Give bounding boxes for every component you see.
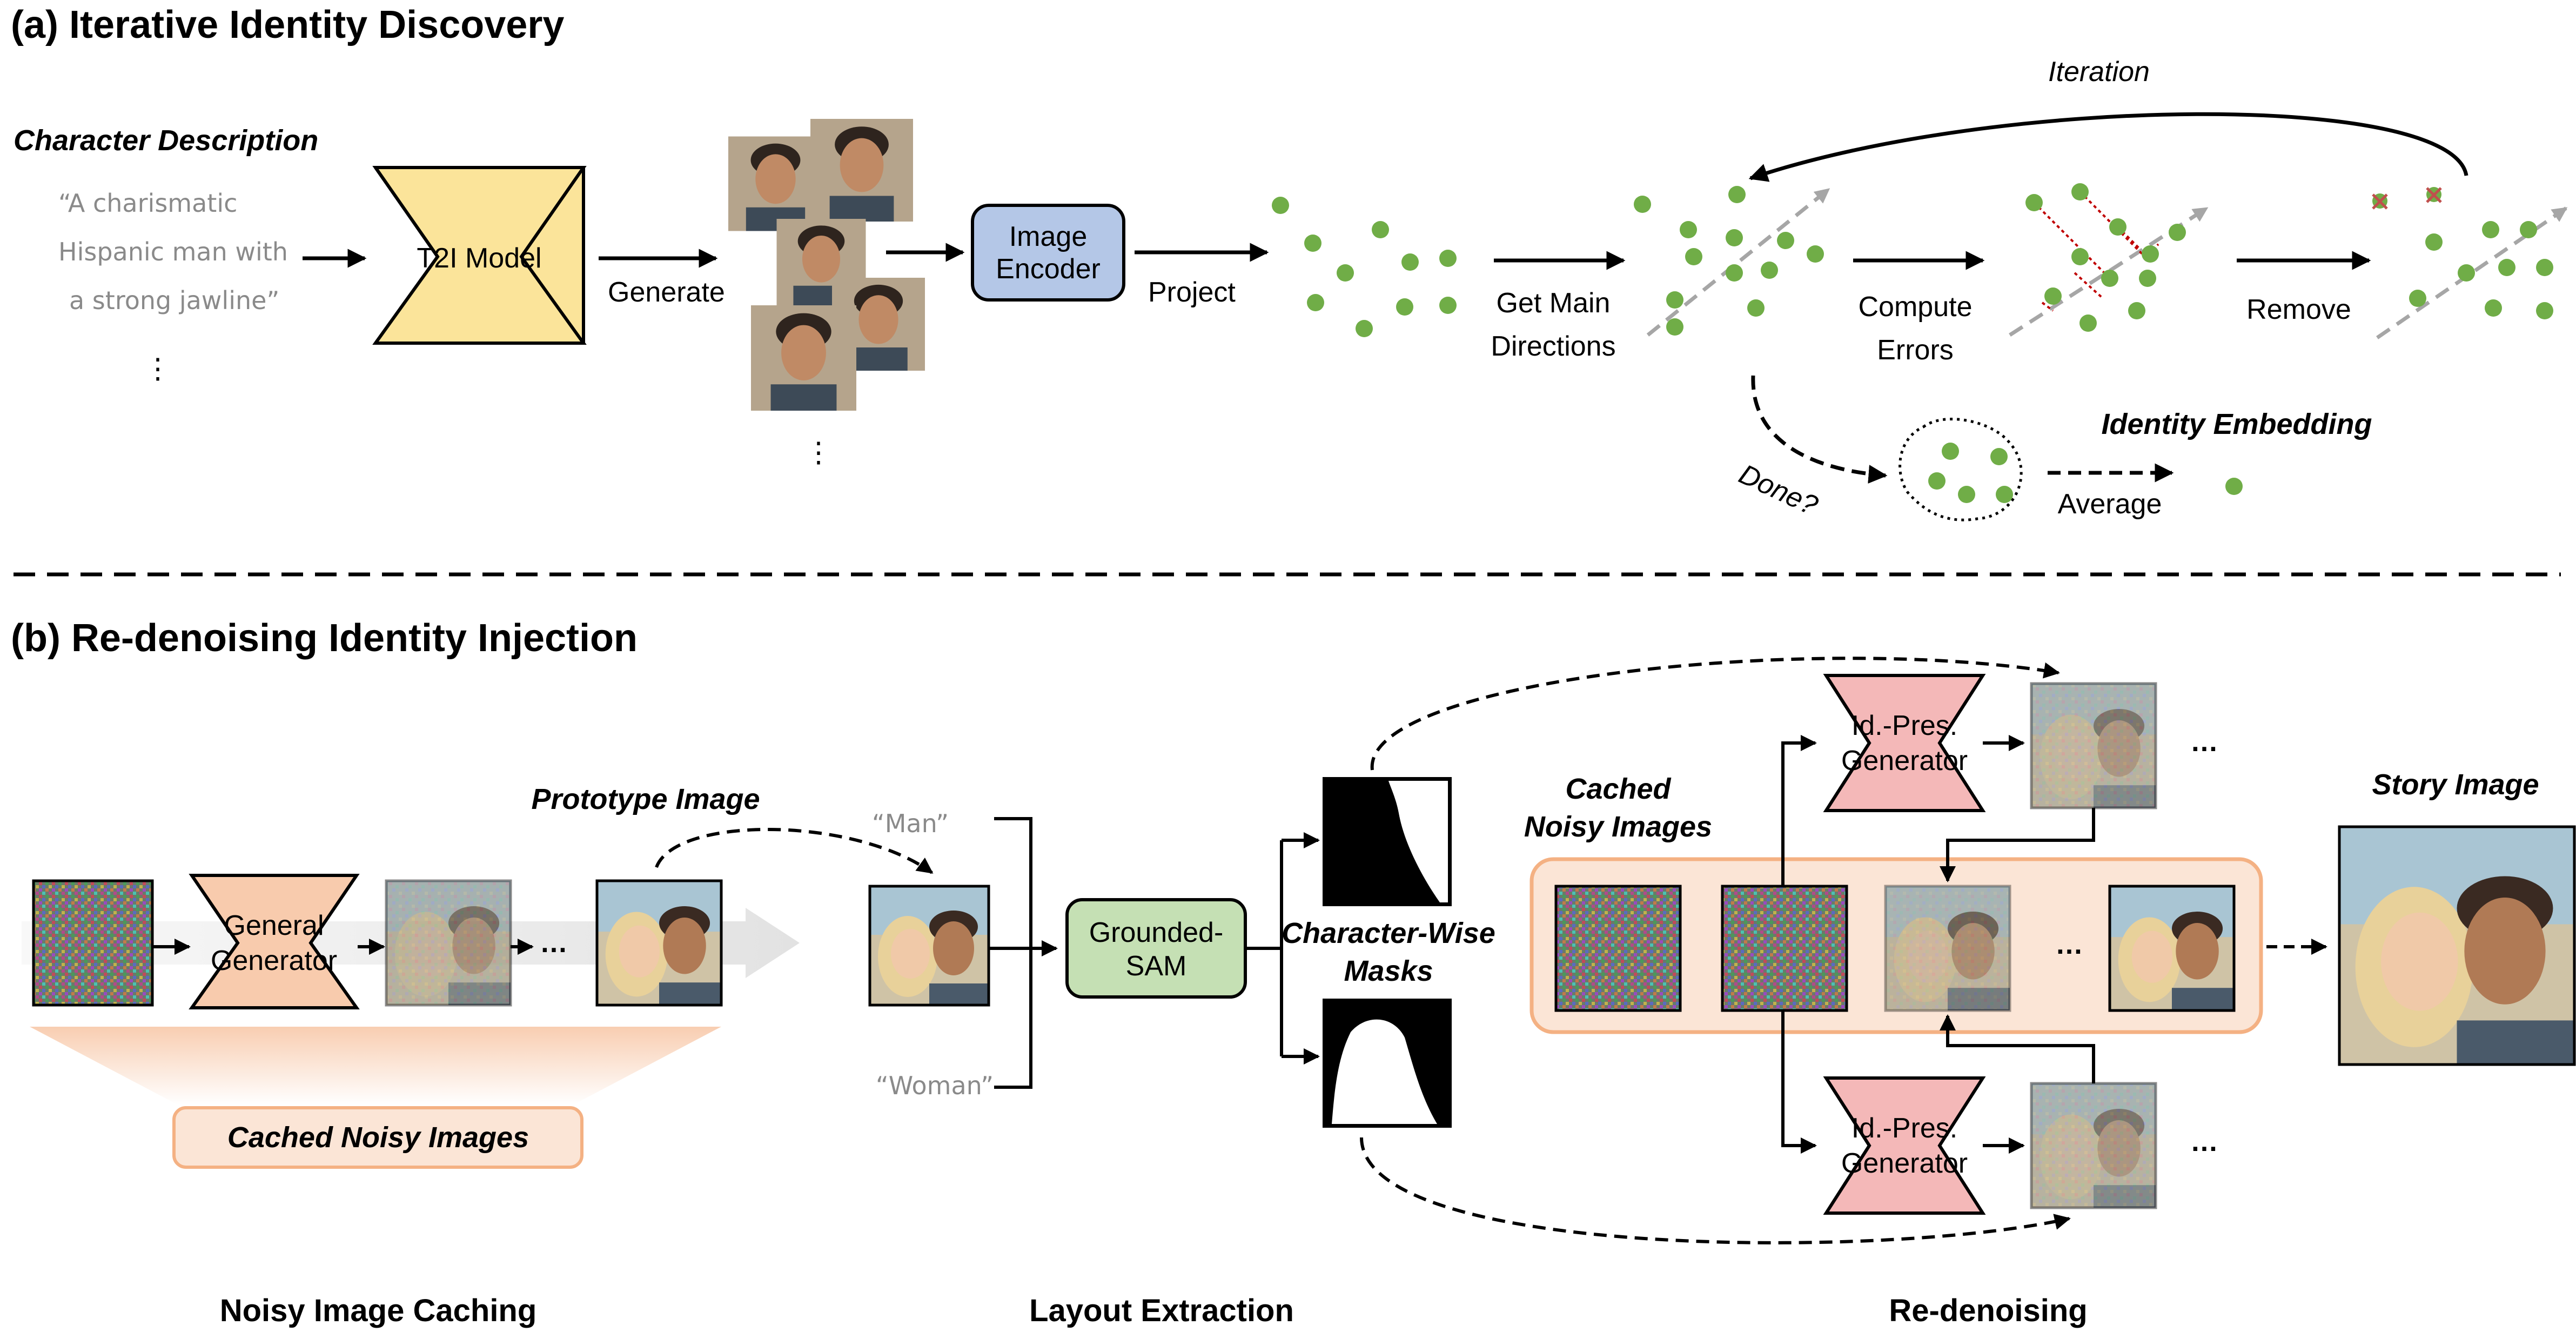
man-bracket xyxy=(994,817,1032,1089)
general-generator-label-2: Generator xyxy=(211,945,337,976)
prompt-line-3: a strong jawline” xyxy=(69,286,279,315)
done-dashed-arrow xyxy=(1751,375,1888,484)
cached-band-fade xyxy=(30,1027,721,1105)
grounded-sam-label-1: Grounded- xyxy=(1089,917,1224,948)
layout-input-image xyxy=(868,885,990,1007)
cached-noise-2 xyxy=(1721,885,1848,1012)
section-b-title: (b) Re-denoising Identity Injection xyxy=(11,617,638,660)
identity-embedding-point xyxy=(2225,478,2243,495)
prompt-ellipsis: ⋮ xyxy=(144,353,172,385)
character-wise-masks-label-1: Character-Wise xyxy=(1282,917,1495,949)
get-main-directions-label-2: Directions xyxy=(1491,331,1615,362)
top-id-pres-label-1: Id.-Pres. xyxy=(1852,710,1958,741)
embedding-cluster-2 xyxy=(1634,186,1830,337)
iteration-label: Iteration xyxy=(2048,56,2150,88)
footer-layout-extraction: Layout Extraction xyxy=(1029,1293,1294,1328)
top-id-pres-generator-box xyxy=(1823,674,1986,812)
embedding-cluster-3 xyxy=(2009,183,2209,337)
section-a-title: (a) Iterative Identity Discovery xyxy=(11,3,564,46)
removed-outlier-marks xyxy=(2372,187,2442,210)
done-label: Done? xyxy=(1734,458,1822,521)
remove-label: Remove xyxy=(2246,294,2351,325)
general-generator-box xyxy=(189,874,360,1009)
top-dots: … xyxy=(2190,726,2218,758)
grounded-sam-box xyxy=(1065,898,1247,999)
embedding-cluster-1 xyxy=(1272,197,1457,337)
general-generator-label-1: General xyxy=(224,910,324,941)
noise-image-start xyxy=(32,879,154,1007)
woman-mask-to-bottom-generator-arrow xyxy=(1360,1137,2071,1244)
prompt-line-2: Hispanic man with xyxy=(58,237,288,266)
get-main-directions-label-1: Get Main xyxy=(1497,287,1611,319)
cached-noisy-images-box-left xyxy=(172,1106,583,1169)
bottom-id-pres-label-1: Id.-Pres. xyxy=(1852,1113,1958,1144)
t2i-model-label: T2I Model xyxy=(417,243,541,274)
average-label: Average xyxy=(2058,488,2162,520)
fork-down-to-bottom-generator xyxy=(1781,1010,1817,1154)
top-id-pres-label-2: Generator xyxy=(1841,745,1968,777)
cached-dots: … xyxy=(2055,929,2083,960)
top-image-back-to-cache-arrow xyxy=(1940,808,2095,882)
story-image xyxy=(2338,825,2576,1066)
cached-noisy-images-label-top-2: Noisy Images xyxy=(1524,811,1712,843)
grounded-sam-label-2: SAM xyxy=(1126,951,1187,982)
prototype-image xyxy=(595,879,723,1007)
woman-prompt-label: “Woman” xyxy=(876,1071,994,1100)
project-label: Project xyxy=(1148,277,1236,308)
prototype-image-label: Prototype Image xyxy=(531,783,760,815)
man-mask-to-top-generator-arrow xyxy=(1370,657,2060,771)
character-wise-masks-label-2: Masks xyxy=(1344,955,1433,987)
images-ellipsis: ⋮ xyxy=(804,437,833,468)
partially-denoised-image xyxy=(385,879,512,1007)
image-encoder-label-1: Image xyxy=(1009,221,1088,252)
bottom-dots: … xyxy=(2190,1126,2218,1157)
embedding-cluster-4 xyxy=(2372,187,2568,339)
cached-noisy-images-label-top-1: Cached xyxy=(1565,773,1671,805)
prompt-line-1: “A charismatic xyxy=(58,189,237,218)
compute-errors-label-1: Compute xyxy=(1859,291,1973,323)
identity-embedding-label: Identity Embedding xyxy=(2101,408,2372,440)
generated-face-images: ⋮ xyxy=(728,119,925,468)
image-encoder-box xyxy=(971,204,1125,302)
cached-clean-couple xyxy=(2108,885,2236,1012)
final-cluster-boundary xyxy=(1899,418,2023,521)
image-encoder-label-2: Encoder xyxy=(996,253,1101,285)
cached-noisy-couple xyxy=(1884,885,2011,1012)
prototype-to-layout-dashed-arrow xyxy=(655,827,934,874)
final-cluster-points xyxy=(1928,443,2013,503)
generate-label: Generate xyxy=(608,277,725,308)
footer-noisy-image-caching: Noisy Image Caching xyxy=(220,1293,537,1328)
man-prompt-label: “Man” xyxy=(872,809,949,838)
top-redenoised-image xyxy=(2030,682,2157,809)
man-mask xyxy=(1323,777,1452,906)
cached-noisy-images-label-left: Cached Noisy Images xyxy=(227,1121,529,1154)
cached-noise-1 xyxy=(1554,885,1682,1012)
woman-mask xyxy=(1323,999,1452,1128)
sam-to-masks-fork xyxy=(1245,840,1283,1056)
footer-re-denoising: Re-denoising xyxy=(1889,1293,2087,1328)
bottom-id-pres-generator-box xyxy=(1823,1076,1986,1215)
iteration-loop-arrow xyxy=(1748,112,2468,182)
story-image-label: Story Image xyxy=(2372,768,2539,801)
trajectory-dots: … xyxy=(540,927,568,959)
bottom-image-back-to-cache-arrow xyxy=(1940,1014,2095,1083)
character-description-label: Character Description xyxy=(14,124,318,157)
t2i-model-box xyxy=(372,166,587,345)
fork-up-to-top-generator xyxy=(1781,735,1817,886)
bottom-redenoised-image xyxy=(2030,1082,2157,1209)
compute-errors-label-2: Errors xyxy=(1877,334,1954,366)
bottom-id-pres-label-2: Generator xyxy=(1841,1148,1968,1179)
